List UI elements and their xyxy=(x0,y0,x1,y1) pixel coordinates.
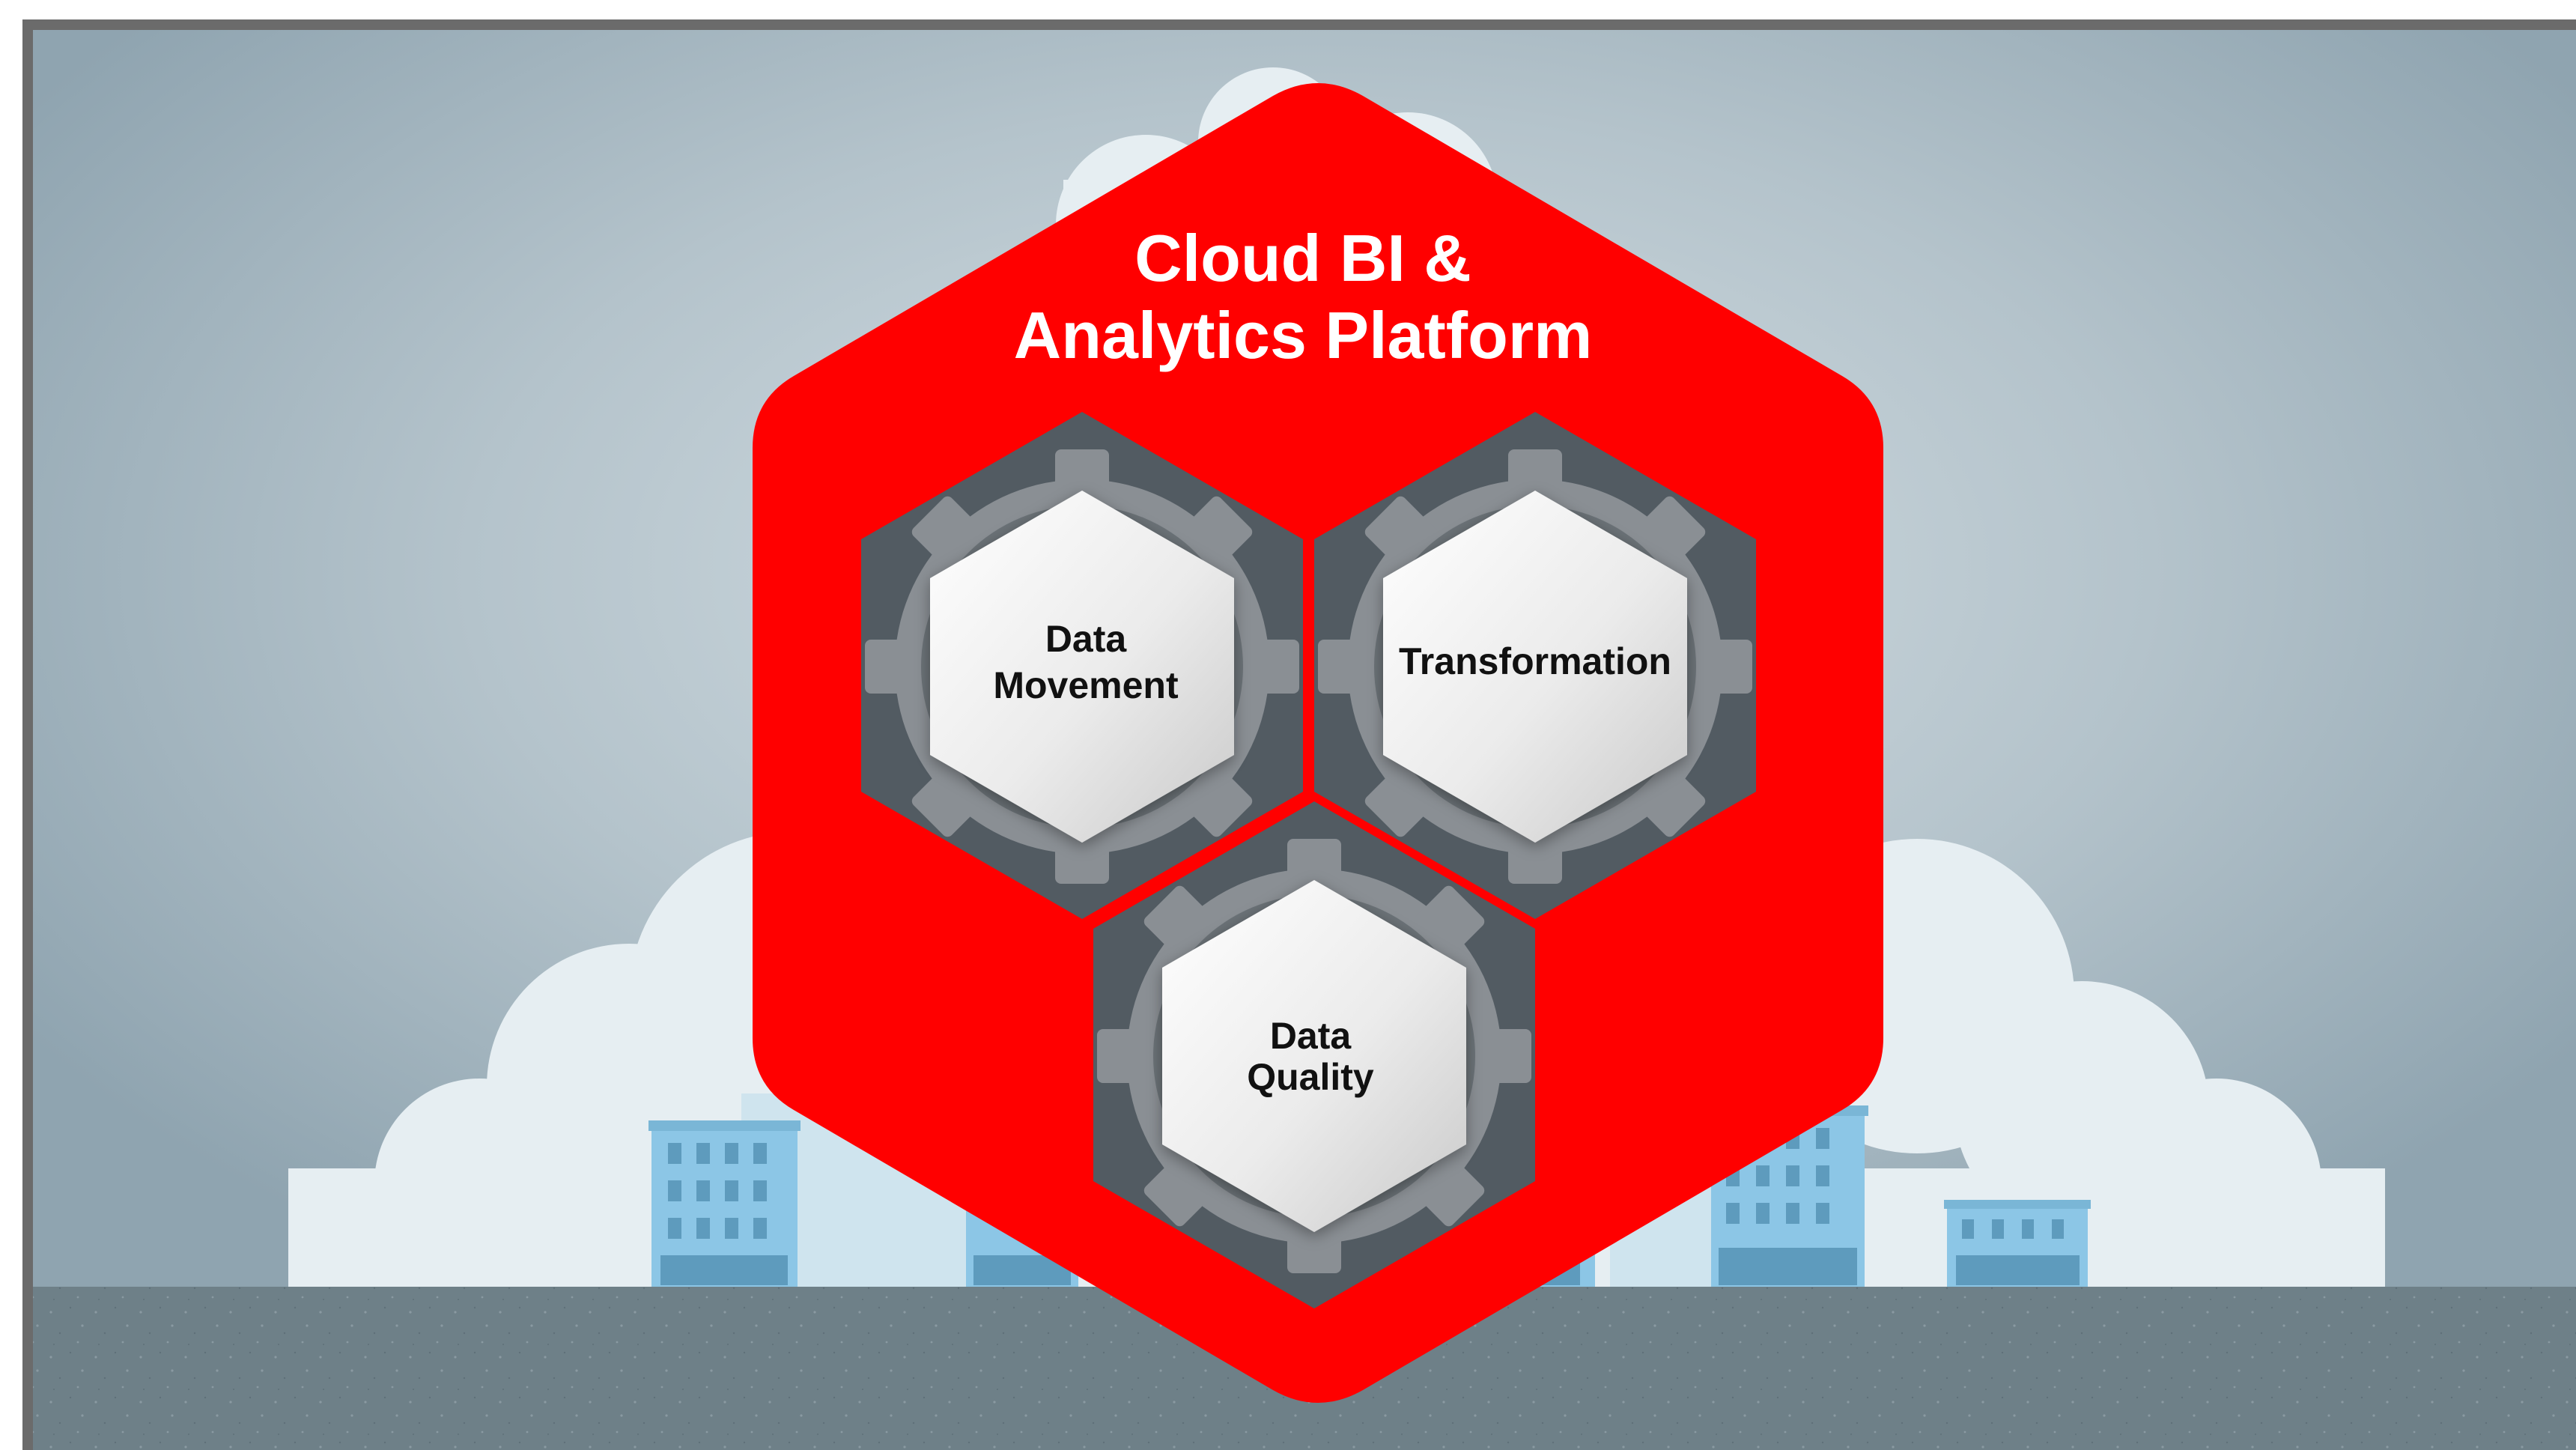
component-label-line1: Data xyxy=(1270,1015,1352,1057)
component-data-quality[interactable]: Data Quality xyxy=(1093,801,1535,1308)
building-left xyxy=(648,1120,801,1288)
component-label-line1: Transformation xyxy=(1399,640,1671,682)
platform-title-line1: Cloud BI & xyxy=(1134,221,1471,295)
component-label-line2: Movement xyxy=(993,664,1179,706)
hexagon-tile xyxy=(1162,880,1466,1232)
component-data-movement[interactable]: Data Movement xyxy=(861,412,1303,919)
platform-title-line2: Analytics Platform xyxy=(1014,298,1593,372)
hexagon-tile xyxy=(930,491,1234,843)
component-label-line2: Quality xyxy=(1247,1056,1374,1098)
hexagon-tile xyxy=(1383,491,1687,843)
component-transformation[interactable]: Transformation xyxy=(1314,412,1756,919)
building-far-right xyxy=(1944,1200,2091,1288)
component-label-line1: Data xyxy=(1045,618,1128,660)
